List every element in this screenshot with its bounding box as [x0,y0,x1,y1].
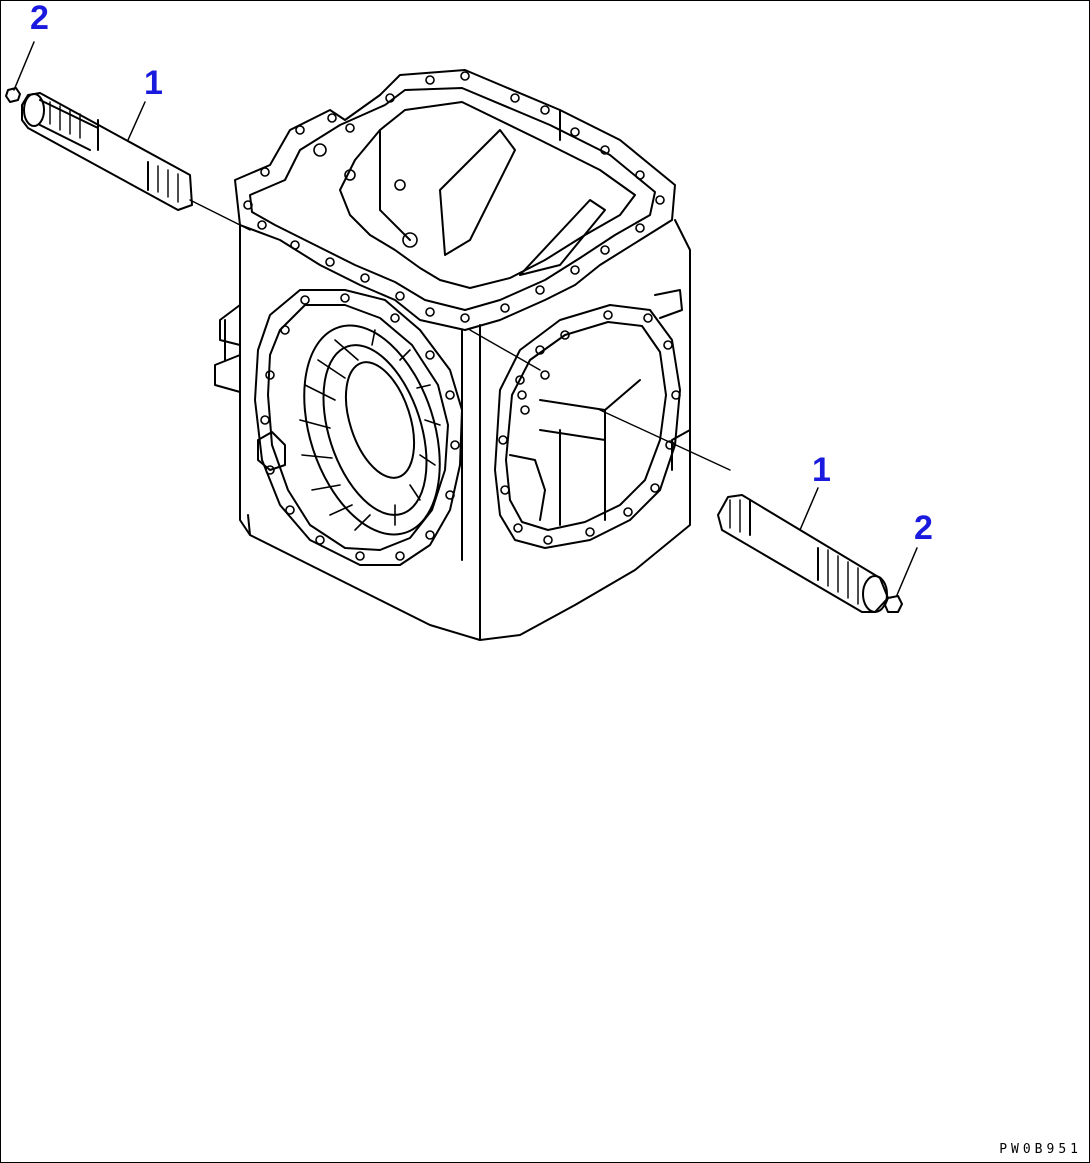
callout-part-2-lower-right: 2 [914,509,933,547]
transmission-case [214,69,691,641]
upper-left-plug [5,87,21,103]
leader-lines [13,41,918,596]
right-bore-bolt-holes [498,310,681,545]
shaft-axis-line [189,199,731,471]
upper-left-shaft [21,92,193,211]
drawing-code: PW0B951 [999,1142,1082,1157]
bore-ribs [299,329,441,531]
callout-part-1-upper-left: 1 [144,64,163,102]
callout-part-1-lower-right: 1 [812,451,831,489]
lower-right-plug [884,595,903,613]
lower-right-shaft [717,494,889,613]
callout-part-2-upper-left: 2 [30,0,49,37]
bore-bolt-holes [260,293,460,561]
flange-bolt-holes [243,71,665,323]
